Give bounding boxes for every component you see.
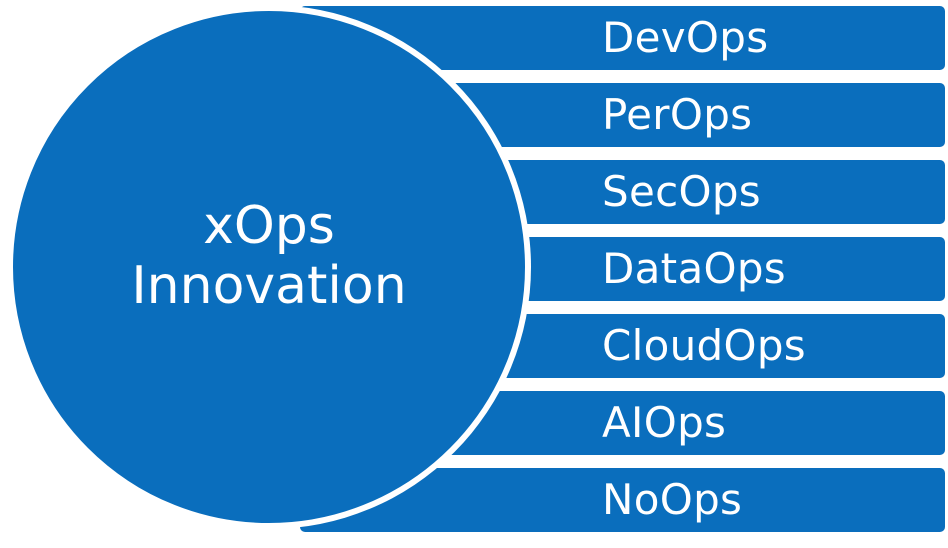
bar-noops: NoOps	[300, 468, 945, 532]
bar-label-secops: SecOps	[602, 167, 761, 216]
center-circle	[8, 6, 530, 528]
bar-label-cloudops: CloudOps	[602, 321, 806, 370]
bar-label-aiops: AIOps	[602, 398, 727, 447]
bar-label-devops: DevOps	[602, 13, 769, 62]
center-title-line1: xOps	[203, 196, 335, 256]
bar-label-perops: PerOps	[602, 90, 753, 139]
bar-label-noops: NoOps	[602, 475, 743, 524]
bar-label-dataops: DataOps	[602, 244, 786, 293]
center-title-line2: Innovation	[131, 256, 407, 316]
center-title: xOps Innovation	[8, 196, 530, 316]
